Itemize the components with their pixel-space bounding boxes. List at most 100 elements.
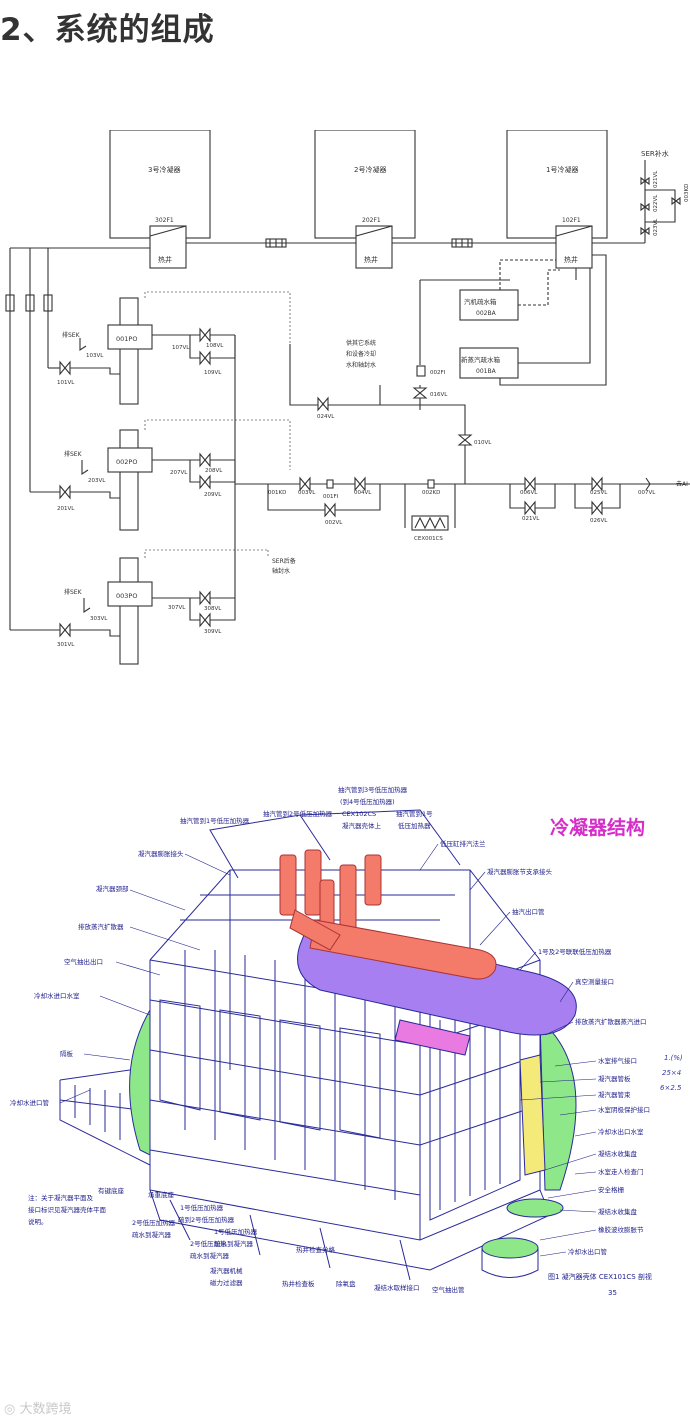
label-left-4: 冷却水进口水室 (34, 991, 80, 1000)
inlet-waterbox-green (129, 1008, 151, 1156)
valve-103vl: 103VL (86, 353, 104, 359)
pump-001po: 001PO 101VL 排SEK 103VL 107VL 108VL 109VL (48, 291, 291, 405)
label-left-0: 凝汽器膨胀接头 (138, 849, 184, 858)
figure-caption: 图1 凝汽器壳体 CEX101CS 剖视 (548, 1272, 652, 1281)
label-top-3: 凝汽器壳体上 (342, 821, 382, 830)
valve-021vl-b: 021VL (522, 516, 540, 522)
valve-016vl: 016VL (430, 392, 448, 398)
label-bottom-1: 承重底座 (148, 1190, 175, 1199)
tank2-tag: 001BA (476, 368, 497, 375)
hotwell-3 (149, 225, 187, 269)
condensate-system-schematic: 3号冷凝器 2号冷凝器 1号冷凝器 302F1 202F1 102F1 热井 热… (5, 130, 690, 665)
label-top-6: 抽汽管到1号 (396, 809, 433, 818)
tank-001ba (459, 347, 519, 379)
label-bottom-2: 1号低压加热器 (180, 1203, 224, 1212)
watermark-text: 大数跨境 (19, 1402, 72, 1417)
sek-1: 排SEK (62, 331, 81, 339)
tank2-label: 新蒸汽疏水箱 (461, 355, 501, 364)
valve-203vl: 203VL (88, 478, 106, 484)
condenser-3-label: 3号冷凝器 (148, 165, 180, 174)
pump-003po: 003PO 301VL 排SEK 303VL 307VL 308VL 309VL (10, 549, 268, 665)
valve-308vl: 308VL (204, 606, 222, 612)
label-left-3: 空气抽出出口 (64, 957, 103, 966)
seal-note-1: SER后备 (272, 557, 296, 565)
label-right-2: 抽汽出口管 (512, 907, 545, 916)
hotwell-2-label: 热井 (364, 255, 378, 264)
pump-002po-tag: 002PO (116, 458, 137, 466)
valve-023vl: 023VL (653, 218, 659, 236)
condenser-1-label: 1号冷凝器 (546, 165, 578, 174)
tank1-label: 汽机疏水箱 (464, 297, 497, 306)
label-top-1: (到4号低压加热器) (340, 797, 395, 806)
label-bottom-6: 1号低压加热器 (214, 1227, 258, 1236)
condenser-1-box (506, 130, 608, 239)
supply-note-3: 水和轴封水 (346, 361, 376, 369)
label-bottom-8: 2号低压加热 (190, 1239, 227, 1248)
note-line-2: 接口标识见凝汽器壳体平面 (28, 1205, 107, 1214)
valve-303vl: 303VL (90, 616, 108, 622)
structure-heading: 冷凝器结构 (550, 816, 645, 839)
label-right-16: 冷却水出口管 (568, 1247, 608, 1256)
valve-021vl: 021VL (653, 170, 659, 188)
valve-301vl: 301VL (57, 642, 75, 648)
label-right-12: 水室走人检查门 (598, 1167, 644, 1176)
label-bottom-11: 磁力过滤器 (210, 1278, 243, 1287)
diffuser-magenta (394, 1019, 471, 1056)
handwriting-2: 25×4 (662, 1069, 681, 1077)
watermark-icon: ◎ (4, 1402, 20, 1417)
label-bottom-10: 凝汽器机械 (210, 1266, 243, 1275)
label-left-5: 隔板 (60, 1049, 74, 1058)
label-bottom-4: 2号低压加热器 (132, 1218, 176, 1227)
expansion-ring-2 (481, 1237, 539, 1259)
label-bottom-7: 疏水到凝汽器 (214, 1239, 254, 1248)
label-bottom-12: 热井检查分格 (296, 1245, 336, 1254)
label-right-3: 1号及2号联联低压加热器 (538, 947, 612, 956)
label-right-15: 橡胶波纹膨胀节 (598, 1225, 644, 1234)
valve-006vl: 006VL (520, 490, 538, 496)
label-bottom-13: 热井检查板 (282, 1279, 315, 1288)
valve-309vl: 309VL (204, 629, 222, 635)
label-right-9: 水室阴极保护接口 (598, 1105, 650, 1114)
hotwell-1 (555, 225, 593, 269)
valve-022vl: 022VL (653, 194, 659, 212)
valve-010vl: 010VL (474, 440, 492, 446)
label-bottom-16: 空气抽出管 (432, 1285, 465, 1294)
label-top-4: 抽汽管到1号低压加热器 (180, 816, 250, 825)
valve-108vl: 108VL (206, 343, 224, 349)
hotwell-1-label: 热井 (564, 255, 578, 264)
valve-002vl: 002VL (325, 520, 343, 526)
valve-003vl: 003VL (298, 490, 316, 496)
valve-004vl: 004VL (354, 490, 372, 496)
watermark: ◎ 大数跨境 (4, 1398, 72, 1417)
valve-007vl: 007VL (638, 490, 656, 496)
tag-102f1: 102F1 (562, 217, 581, 224)
extraction-pipes-orange (279, 849, 497, 980)
condenser-2-label: 2号冷凝器 (354, 165, 386, 174)
valve-107vl: 107VL (172, 345, 190, 351)
valve-307vl: 307VL (168, 605, 186, 611)
valve-208vl: 208VL (205, 468, 223, 474)
note-line-1: 注：关于凝汽器平面及 (28, 1193, 94, 1202)
supply-note-1: 供其它系统 (346, 339, 376, 347)
pump-003po-tag: 003PO (116, 592, 137, 600)
meter-002kd: 002KD (422, 490, 440, 496)
slide-title: 2、系统的组成 (0, 12, 215, 48)
handwriting-1: 1.(%) (664, 1054, 683, 1062)
valve-101vl: 101VL (57, 380, 75, 386)
to-ai-label: 去AI (676, 480, 688, 488)
seal-note-2: 轴封水 (272, 567, 290, 575)
label-bottom-5: 疏水到凝汽器 (132, 1230, 172, 1239)
label-right-10: 冷却水出口水室 (598, 1127, 644, 1136)
meter-003kd: 003KD (684, 184, 690, 202)
label-left-2: 排放蒸汽扩散器 (78, 922, 124, 931)
expansion-ring-1 (506, 1198, 564, 1218)
makeup-label: SER补水 (641, 149, 669, 158)
condenser-structure-drawing: 冷凝器结构 抽汽管到3号低压加热器 (到4号低压加热器) CEX102CS 凝汽… (10, 785, 683, 1297)
label-top-0: 抽汽管到3号低压加热器 (338, 785, 408, 794)
sek-2: 排SEK (64, 450, 83, 458)
handwriting-3: 6×2.5 (660, 1084, 682, 1092)
label-bottom-3: 疏到2号低压加热器 (178, 1215, 235, 1224)
label-right-8: 凝汽器管束 (598, 1090, 631, 1099)
pump-001po-tag: 001PO (116, 335, 137, 343)
tag-302f1: 302F1 (155, 217, 174, 224)
